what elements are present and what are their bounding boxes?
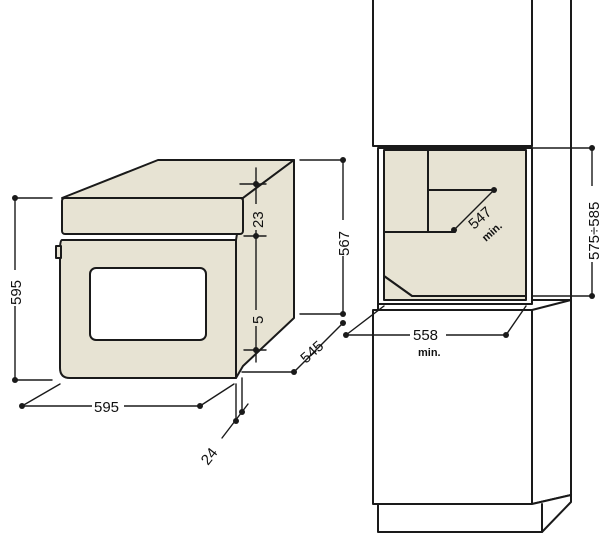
dim-width-ext-left bbox=[21, 383, 61, 407]
dim-dot bbox=[451, 227, 457, 233]
dim-dot bbox=[12, 377, 18, 383]
dim-dot bbox=[503, 332, 509, 338]
niche-back-wall bbox=[383, 149, 527, 297]
dim-dot bbox=[239, 409, 245, 415]
label-niche-height: 575÷585 bbox=[586, 202, 603, 260]
label-oven-width: 595 bbox=[94, 399, 119, 416]
oven-window bbox=[89, 267, 207, 341]
dim-dot bbox=[589, 293, 595, 299]
dim-niche-width-ext-right bbox=[505, 305, 527, 336]
lower-cupboard bbox=[372, 309, 533, 505]
cabinet-shelf bbox=[377, 299, 572, 311]
label-front-offset: 24 bbox=[198, 445, 222, 469]
dim-niche-depth-line bbox=[453, 189, 495, 231]
label-oven-depth: 545 bbox=[297, 338, 327, 367]
label-bottom-gap: 5 bbox=[250, 316, 267, 324]
label-niche-width-min: min. bbox=[418, 347, 441, 359]
dim-width-ext-right bbox=[199, 383, 235, 407]
dim-dot bbox=[340, 320, 346, 326]
dim-dot bbox=[253, 347, 259, 353]
niche-floor bbox=[383, 275, 527, 301]
oven-control-panel bbox=[61, 197, 244, 235]
dim-dot bbox=[253, 233, 259, 239]
dim-dot bbox=[291, 369, 297, 375]
dimension-dots bbox=[12, 145, 595, 424]
dim-niche-width-ext-left bbox=[345, 305, 385, 336]
dim-depth-line bbox=[293, 322, 344, 373]
dim-dot bbox=[19, 403, 25, 409]
dim-dot bbox=[197, 403, 203, 409]
dim-dot bbox=[589, 145, 595, 151]
dim-dot bbox=[253, 181, 259, 187]
oven bbox=[55, 159, 295, 379]
label-body-height: 567 bbox=[336, 231, 353, 256]
dim-dot bbox=[233, 418, 239, 424]
oven-door-hinge bbox=[55, 245, 62, 259]
cabinet-plinth bbox=[377, 494, 572, 533]
upper-cupboard bbox=[372, 0, 533, 147]
dim-dot bbox=[343, 332, 349, 338]
dim-dot bbox=[12, 195, 18, 201]
dim-dot bbox=[340, 311, 346, 317]
cabinet bbox=[372, 0, 572, 533]
dim-dot bbox=[340, 157, 346, 163]
label-top-gap: 23 bbox=[250, 211, 267, 228]
dim-dot bbox=[491, 187, 497, 193]
label-oven-height: 595 bbox=[8, 280, 25, 305]
label-niche-width: 558 bbox=[413, 327, 438, 344]
